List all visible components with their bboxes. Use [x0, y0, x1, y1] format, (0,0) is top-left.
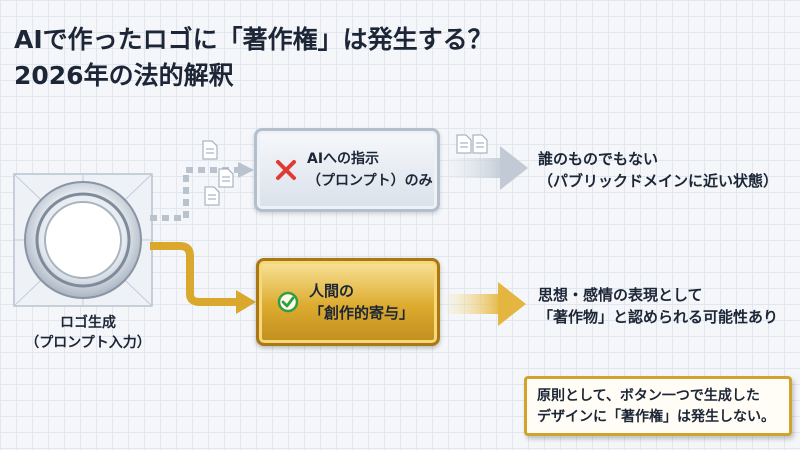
human-box-line-2: 「創作的寄与」 [309, 304, 415, 322]
human-box-line-1: 人間の [309, 282, 355, 300]
human-output-arrow [446, 282, 526, 326]
cross-icon [276, 160, 296, 180]
note-line-2: デザインに「著作権」は発生しない。 [537, 409, 775, 425]
ai-box-line-1: AIへの指示 [307, 151, 380, 167]
ai-result-text: 誰のものでもない （パブリックドメインに近い状態） [538, 148, 778, 192]
human-result-line-2: 「著作物」と認められる可能性あり [538, 308, 779, 326]
page-title: AIで作ったロゴに「著作権」は発生する？ 2026年の法的解釈 [14, 22, 493, 94]
dashed-arrow-head [238, 162, 254, 178]
logo-label-line-1: ロゴ生成 [60, 315, 116, 331]
ai-prompt-box: AIへの指示 （プロンプト）のみ [254, 128, 440, 212]
document-icon [456, 134, 472, 154]
human-result-text: 思想・感情の表現として 「著作物」と認められる可能性あり [538, 284, 778, 328]
document-icon [472, 134, 488, 154]
human-box-text: 人間の 「創作的寄与」 [309, 280, 414, 324]
document-icon [204, 186, 220, 206]
document-icon [202, 140, 218, 160]
logo-label: ロゴ生成 （プロンプト入力） [14, 313, 162, 353]
note-line-1: 原則として、ボタン一つで生成した [537, 388, 760, 404]
ai-box-text: AIへの指示 （プロンプト）のみ [307, 148, 433, 192]
human-result-line-1: 思想・感情の表現として [538, 286, 703, 304]
ai-output-arrow [448, 146, 528, 190]
human-contribution-box: 人間の 「創作的寄与」 [256, 258, 440, 346]
check-circle-icon [277, 291, 299, 313]
dashed-connector [150, 167, 240, 221]
principle-note: 原則として、ボタン一つで生成した デザインに「著作権」は発生しない。 [524, 376, 792, 436]
title-line-1: AIで作ったロゴに「著作権」は発生する？ [14, 25, 493, 54]
logo-emblem [13, 173, 153, 307]
document-icon [218, 168, 234, 188]
title-line-2: 2026年の法的解釈 [14, 61, 234, 90]
ai-result-line-2: （パブリックドメインに近い状態） [538, 172, 779, 190]
logo-label-line-2: （プロンプト入力） [25, 335, 151, 351]
ai-result-line-1: 誰のものでもない [538, 150, 659, 168]
ai-box-line-2: （プロンプト）のみ [307, 173, 433, 189]
gold-connector [150, 242, 240, 306]
gold-arrow-head [236, 290, 256, 314]
